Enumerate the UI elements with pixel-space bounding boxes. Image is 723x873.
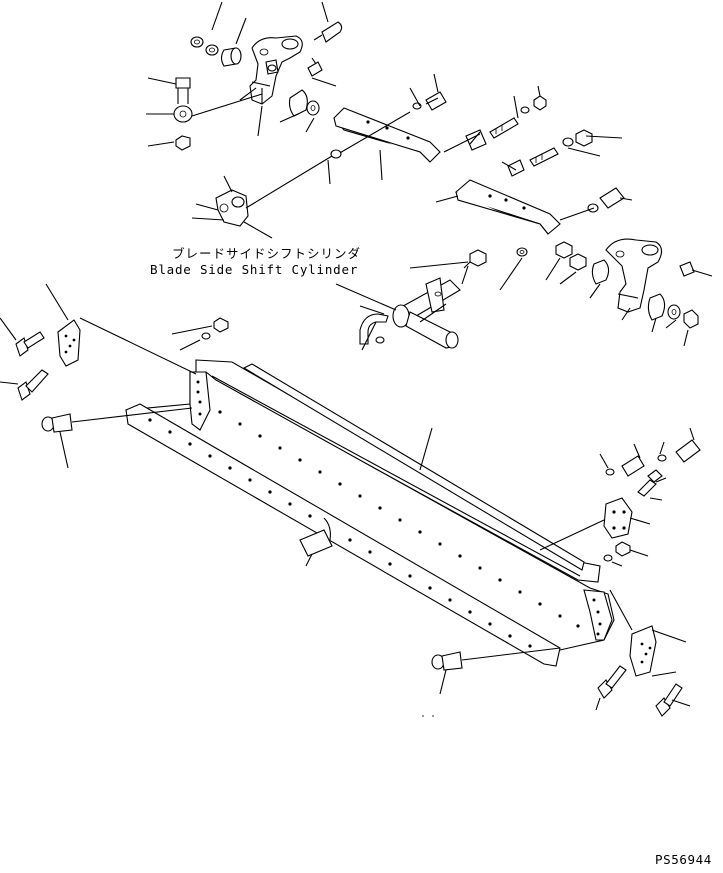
- plow-bolt-left: [41, 407, 193, 469]
- bolt-right-top-1: [621, 443, 645, 477]
- nut-right-bracket-1: [555, 241, 573, 259]
- assembly-name-jp: ブレードサイドシフトシリンダ: [172, 246, 361, 261]
- upper-plates-group: [333, 73, 633, 235]
- dozer-blade: [125, 359, 615, 667]
- cylinder-bracket-left: [249, 35, 303, 105]
- bolt-right-end-2: [651, 671, 691, 717]
- bolt-vertical-left: [175, 77, 191, 104]
- nut-cylinder: [469, 249, 487, 267]
- washer-right-top-2: [657, 441, 667, 462]
- grease-fitting-right: [679, 261, 695, 277]
- washer-right-blade: [603, 554, 623, 567]
- cylinder-end-mount: [539, 497, 651, 551]
- washer-left: [173, 105, 193, 123]
- bolt-left-end-1: [0, 317, 45, 357]
- nut-right-blade: [615, 541, 649, 557]
- blade-hole-row-upper: [218, 410, 580, 628]
- washer-cylinder: [516, 247, 528, 257]
- nut-upper-left-1: [190, 36, 204, 48]
- bolt-plate-upper-1: [425, 91, 447, 111]
- stud-upper: [489, 117, 519, 139]
- pin-top: [313, 21, 343, 43]
- bolt-left-end-2: [0, 369, 49, 401]
- bushing-upper-left: [220, 47, 242, 67]
- drawing-code: PS56944: [655, 852, 712, 867]
- bushing-left-lower: [288, 89, 320, 117]
- assembly-name-en: Blade Side Shift Cylinder: [150, 262, 358, 277]
- key-plate-small: [465, 129, 525, 177]
- clevis-bracket-middle: [191, 149, 342, 239]
- washer-right-top-1: [599, 453, 615, 476]
- nut-blade-top-left: [171, 317, 229, 351]
- right-end-bit: [609, 589, 687, 677]
- nut-upper-right: [533, 95, 547, 111]
- upper-left-bracket-assembly: [146, 1, 343, 151]
- grease-fitting-left: [307, 57, 323, 77]
- washer-right-bracket: [667, 304, 681, 320]
- nut-right-mid: [575, 129, 593, 147]
- nut-right-bracket-2: [569, 253, 587, 271]
- nut-left-lower: [175, 135, 191, 151]
- stud-middle: [529, 147, 559, 167]
- blade-hole-row-lower: [148, 418, 532, 648]
- stud-right: [637, 469, 667, 501]
- mounting-plate-lower: [455, 179, 561, 235]
- bushing-right-1: [591, 259, 610, 285]
- bolt-right-top-2: [675, 427, 701, 463]
- bolt-right-end-1: [595, 665, 627, 711]
- bushing-right-2: [647, 293, 666, 321]
- side-shift-cylinder: [335, 247, 528, 351]
- washer-right-mid: [562, 137, 574, 147]
- nut-right-bracket-3: [683, 309, 699, 329]
- washer-upper-right: [520, 106, 530, 114]
- plow-bolt-right: [431, 647, 561, 695]
- mounting-plate-upper: [333, 107, 441, 163]
- upper-right-bracket-assembly: [545, 238, 713, 347]
- bolt-right-mid: [599, 187, 625, 209]
- left-end-bit: [45, 283, 197, 375]
- nut-upper-left-2: [205, 44, 219, 56]
